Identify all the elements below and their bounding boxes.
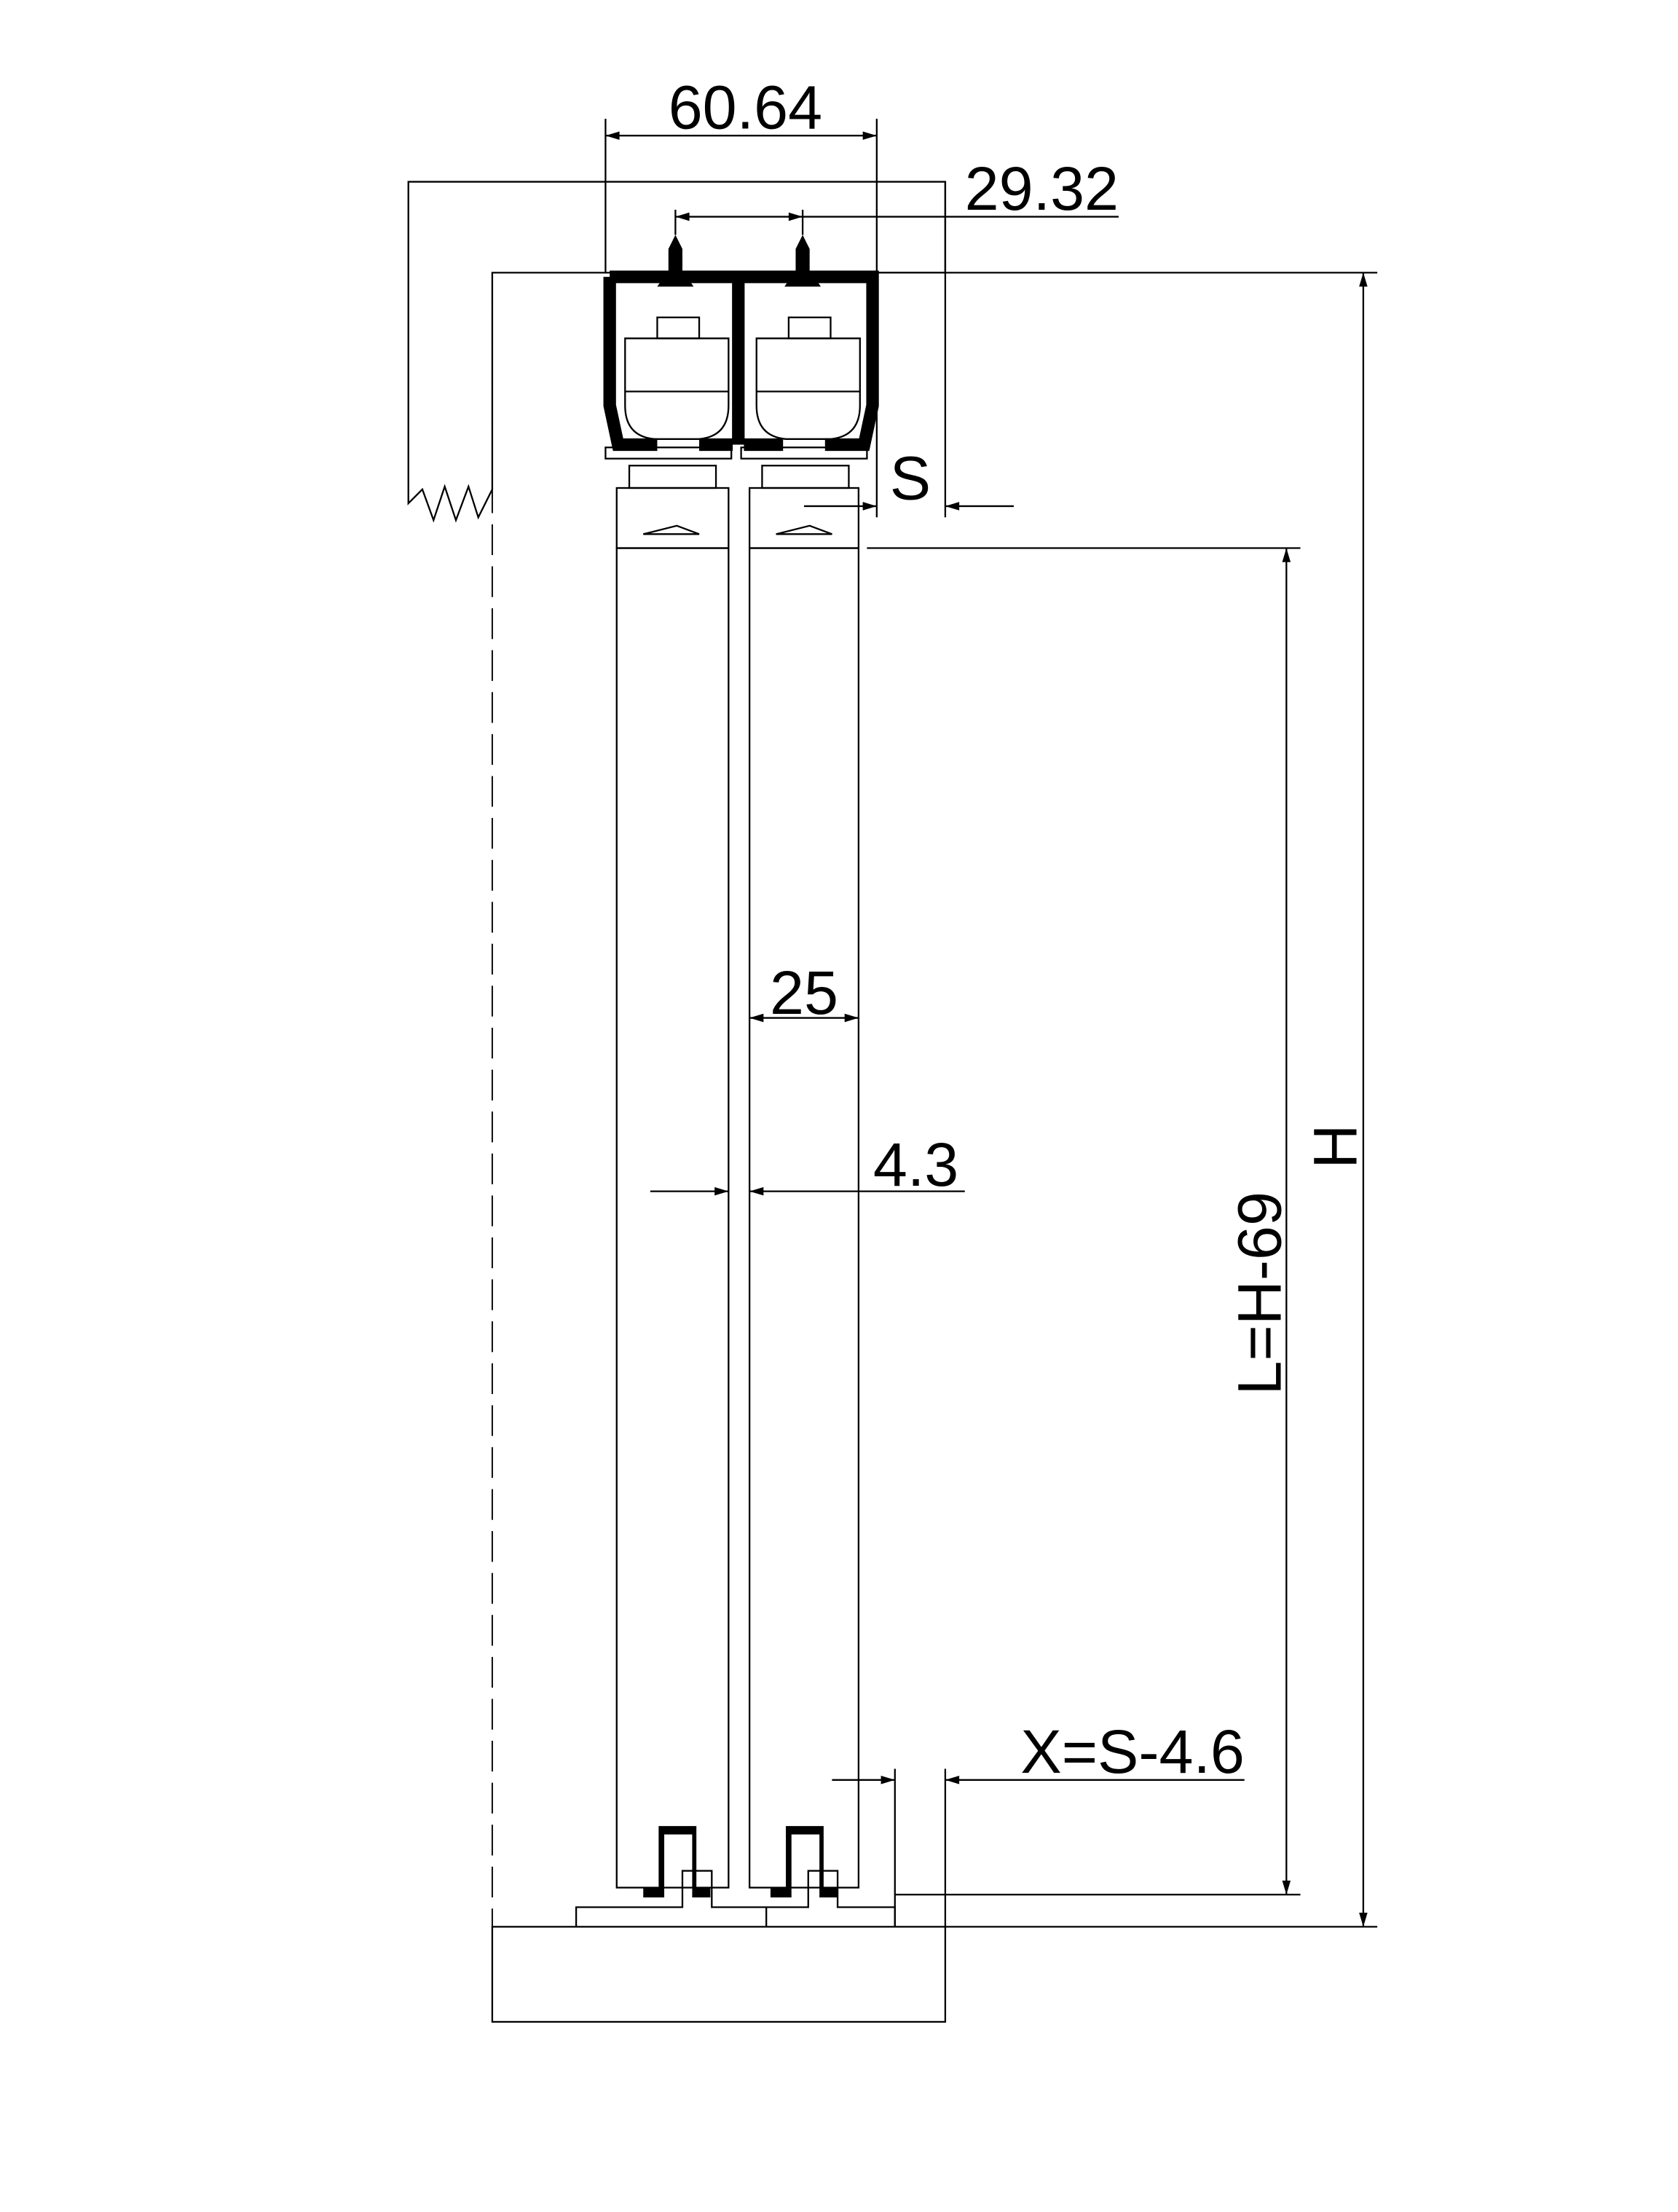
dim-door-thickness: 25 [770, 959, 838, 1027]
dim-track-pitch: 29.32 [965, 154, 1119, 223]
floor-guide [575, 1826, 896, 1927]
dim-height-h: H [1301, 1125, 1369, 1169]
top-track [603, 235, 879, 460]
dim-bottom-offset: X=S-4.6 [1020, 1717, 1245, 1786]
dim-door-length: L=H-69 [1226, 1192, 1294, 1395]
dim-door-gap: 4.3 [873, 1130, 958, 1199]
floor-block [491, 1926, 947, 2023]
screw-icon [784, 235, 822, 287]
door-panel-left [615, 547, 730, 1889]
extension-lines [604, 119, 1378, 1928]
dim-gap-s: S [890, 444, 931, 512]
screw-icon [657, 235, 694, 287]
dimension-lines [605, 131, 1368, 1927]
door-panel-right [748, 547, 860, 1889]
dim-track-width: 60.64 [669, 74, 822, 142]
ceiling-block [407, 181, 947, 523]
